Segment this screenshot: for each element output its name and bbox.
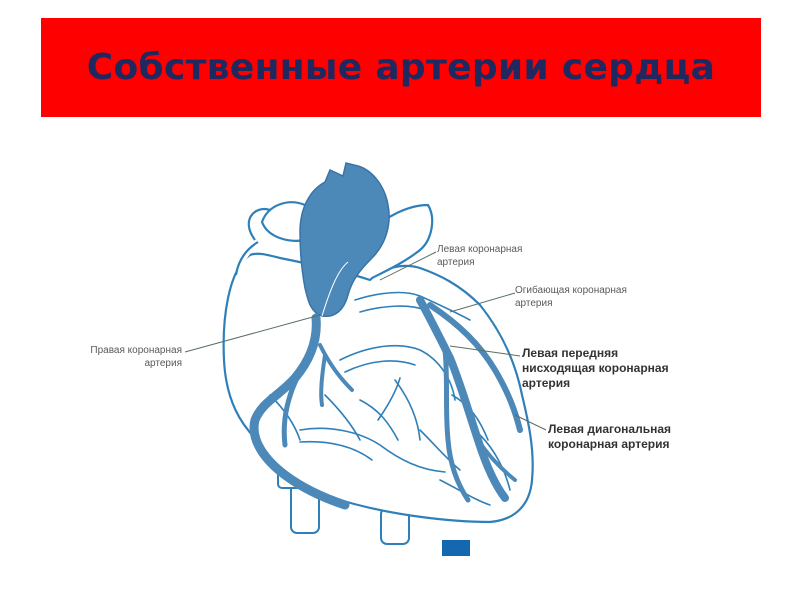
label-circumflex: Огибающая коронарная артерия: [515, 285, 627, 309]
label-right-coronary: Правая коронарная артерия: [90, 345, 182, 369]
aorta: [299, 162, 390, 318]
label-lad: Левая передняя нисходящая коронарная арт…: [522, 346, 669, 390]
slide-title: Собственные артерии сердца: [86, 47, 716, 88]
coronary-arteries: [249, 296, 523, 510]
leader-lines: [184, 251, 547, 431]
label-diagonal: Левая диагональная коронарная артерия: [548, 422, 672, 451]
title-banner: Собственные артерии сердца: [41, 18, 761, 117]
blue-square-icon: [442, 540, 470, 556]
label-left-coronary: Левая коронарная артерия: [437, 244, 523, 268]
